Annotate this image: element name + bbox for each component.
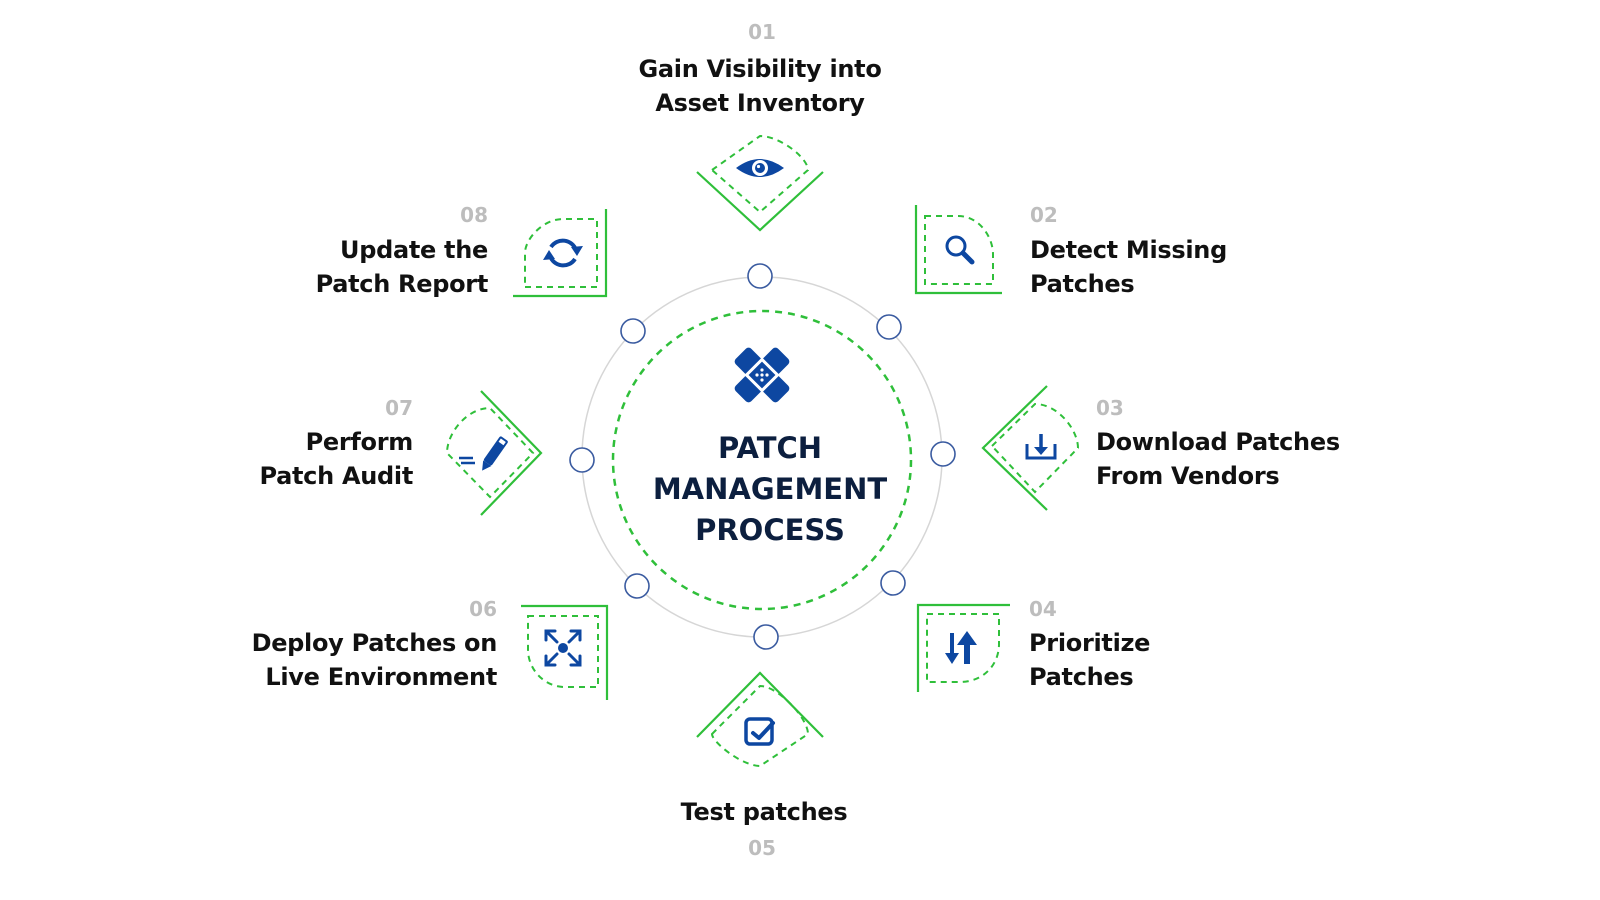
- step-01-label-line: Gain Visibility into: [638, 55, 882, 83]
- checkbox-icon: [744, 717, 775, 746]
- step-03-number: 03: [1096, 396, 1124, 420]
- step-08-label-line: Patch Report: [315, 270, 489, 298]
- step-07-label-line: Perform: [305, 428, 414, 456]
- ring-node-03: [930, 441, 956, 467]
- ring-node-07: [569, 447, 595, 473]
- step-08-label-line: Update the: [340, 236, 488, 264]
- step-01-label-line: Asset Inventory: [655, 89, 865, 117]
- step-04-badge: [916, 603, 1010, 692]
- step-03-label: Download Patches From Vendors: [1096, 425, 1340, 493]
- step-04-label: Prioritize Patches: [1029, 626, 1150, 694]
- step-01-badge: [696, 134, 824, 232]
- center-title-line: PROCESS: [695, 513, 845, 547]
- center-title: PATCH MANAGEMENT PROCESS: [610, 428, 930, 551]
- step-04-label-line: Prioritize: [1029, 629, 1151, 657]
- ring-nodes: [569, 263, 956, 650]
- step-08-badge: [513, 209, 608, 298]
- step-07-label-line: Patch Audit: [259, 462, 413, 490]
- ring-node-04: [880, 570, 906, 596]
- step-01-number: 01: [748, 20, 776, 44]
- step-03-label-line: From Vendors: [1096, 462, 1280, 490]
- expand-arrows-icon: [544, 629, 582, 667]
- patch-bandage-icon: [734, 347, 790, 403]
- step-05-badge: [696, 671, 824, 768]
- step-05-number: 05: [748, 836, 776, 860]
- step-07-label: Perform Patch Audit: [113, 425, 413, 493]
- step-03-label-line: Download Patches: [1096, 428, 1340, 456]
- step-05-label: Test patches: [564, 795, 964, 829]
- step-08-label: Update the Patch Report: [188, 233, 489, 301]
- step-02-number: 02: [1030, 203, 1058, 227]
- pencil-icon: [459, 436, 508, 471]
- step-02-label: Detect Missing Patches: [1030, 233, 1227, 301]
- step-04-number: 04: [1029, 597, 1057, 621]
- step-02-label-line: Patches: [1030, 270, 1135, 298]
- step-06-number: 06: [469, 597, 497, 621]
- download-icon: [1025, 434, 1057, 460]
- step-06-label: Deploy Patches on Live Environment: [197, 626, 498, 694]
- sort-arrows-icon: [945, 631, 977, 664]
- step-03-badge: [981, 385, 1080, 511]
- step-06-label-line: Live Environment: [265, 663, 497, 691]
- step-06-badge: [521, 604, 609, 700]
- eye-icon: [736, 159, 784, 177]
- step-02-badge: [914, 205, 1002, 295]
- ring-node-05: [753, 624, 779, 650]
- center-title-line: MANAGEMENT: [652, 472, 888, 506]
- magnifier-icon: [945, 235, 975, 265]
- step-06-label-line: Deploy Patches on: [251, 629, 498, 657]
- step-04-label-line: Patches: [1029, 663, 1134, 691]
- step-07-number: 07: [385, 396, 413, 420]
- ring-node-06: [624, 573, 650, 599]
- inner-dashed-ring: [611, 309, 913, 611]
- step-05-label-line: Test patches: [680, 798, 848, 826]
- step-08-number: 08: [460, 203, 488, 227]
- step-02-label-line: Detect Missing: [1030, 236, 1227, 264]
- refresh-icon: [543, 238, 583, 268]
- ring-node-08: [620, 318, 646, 344]
- step-01-label: Gain Visibility into Asset Inventory: [560, 52, 960, 120]
- ring-node-01: [747, 263, 773, 289]
- ring-node-02: [876, 314, 902, 340]
- step-07-badge: [445, 390, 543, 516]
- center-title-line: PATCH: [717, 431, 823, 465]
